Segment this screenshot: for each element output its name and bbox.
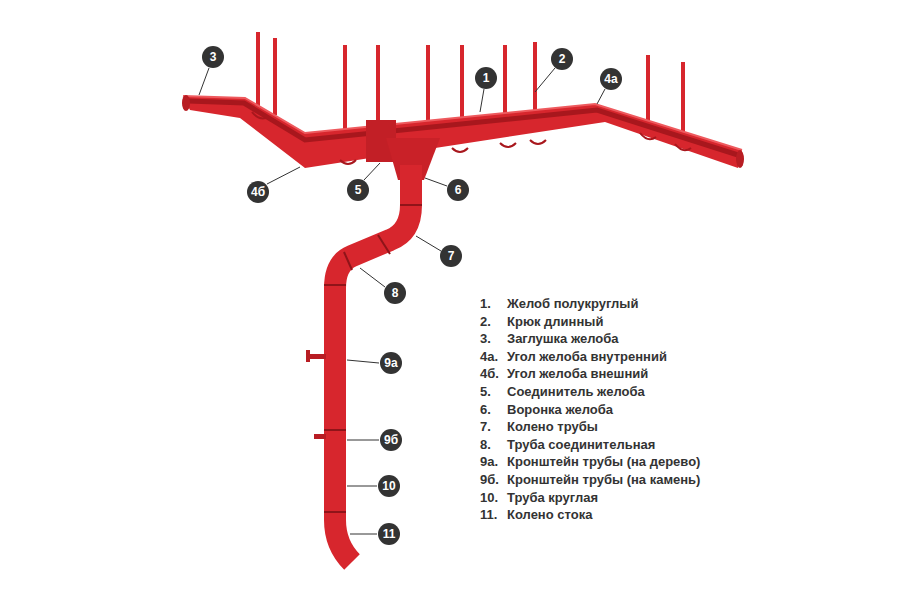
list-number: 10.	[480, 490, 498, 506]
list-number: 4б.	[480, 366, 499, 382]
pipe-joint	[400, 204, 422, 206]
leader-line	[350, 534, 377, 535]
leader-line	[199, 68, 209, 95]
gutter-body	[183, 96, 742, 168]
pipe-joint	[324, 284, 346, 286]
bracket-ring	[340, 160, 356, 164]
part-name: Угол желоба внутренний	[507, 349, 667, 365]
pipe-bracket	[306, 350, 310, 362]
callout-number: 1	[475, 67, 497, 89]
leader-line	[480, 89, 484, 112]
gutter-end-cap	[182, 95, 190, 111]
bracket-ring	[640, 133, 656, 139]
list-number: 1.	[480, 296, 491, 312]
part-name: Соединитель желоба	[507, 384, 645, 400]
hook	[376, 45, 380, 126]
list-number: 6.	[480, 402, 491, 418]
list-number: 3.	[480, 331, 491, 347]
part-name: Заглушка желоба	[507, 331, 619, 347]
pipe-bracket	[314, 434, 326, 439]
bracket-ring	[500, 143, 516, 147]
gutter-brackets	[252, 112, 691, 164]
pipe-joint	[344, 252, 352, 270]
part-name: Колено трубы	[507, 419, 598, 435]
part-name: Кронштейн трубы (на дерево)	[507, 454, 700, 470]
callout-number: 5	[347, 179, 369, 201]
leader-line	[364, 163, 380, 180]
callout-number: 2	[551, 48, 573, 70]
hook	[681, 62, 685, 132]
hook	[646, 55, 650, 121]
leader-line	[267, 167, 300, 184]
pipe-brackets	[306, 350, 326, 439]
pipe-joint	[378, 235, 390, 254]
leader-line	[347, 360, 379, 363]
part-name: Труба соединительная	[507, 437, 655, 453]
part-name: Крюк длинный	[507, 314, 603, 330]
downpipe	[335, 165, 411, 562]
leader-line	[360, 268, 385, 287]
leader-line	[535, 68, 555, 92]
callout-number: 6	[447, 179, 469, 201]
callout-number: 4б	[247, 181, 269, 203]
list-number: 7.	[480, 419, 491, 435]
pipe-joint	[324, 429, 346, 431]
gutter-inner	[188, 101, 738, 155]
bracket-ring	[530, 140, 546, 144]
list-number: 5.	[480, 384, 491, 400]
bracket-ring	[252, 112, 266, 118]
part-name: Воронка желоба	[507, 402, 613, 418]
list-number: 8.	[480, 437, 491, 453]
hook	[426, 45, 430, 121]
gutter-rim	[183, 96, 742, 150]
part-name: Угол желоба внешний	[507, 366, 648, 382]
gutter-end-cap	[736, 150, 744, 168]
hook	[343, 45, 347, 129]
hook	[460, 45, 464, 117]
leader-line	[597, 89, 605, 104]
callout-number: 8	[384, 282, 406, 304]
pipe-joint	[324, 511, 346, 513]
leader-line	[425, 178, 447, 186]
list-number: 11.	[480, 507, 497, 523]
leader-line	[347, 440, 379, 441]
callout-number: 3	[202, 46, 224, 68]
hook	[503, 45, 507, 113]
list-number: 4а.	[480, 349, 498, 365]
callout-number: 10	[378, 475, 400, 497]
hook	[256, 32, 260, 106]
hook	[533, 42, 537, 110]
callout-number: 9б	[380, 429, 402, 451]
hook	[273, 38, 277, 115]
part-name: Кронштейн трубы (на камень)	[507, 472, 700, 488]
list-number: 9б.	[480, 472, 499, 488]
bracket-ring	[452, 148, 468, 152]
part-name: Колено стока	[507, 507, 592, 523]
pipe-bracket	[308, 354, 326, 359]
pipe-joints	[324, 205, 422, 512]
callout-number: 7	[440, 245, 462, 267]
leader-line	[347, 486, 377, 487]
part-name: Труба круглая	[507, 490, 598, 506]
part-name: Желоб полукруглый	[507, 296, 638, 312]
list-number: 2.	[480, 314, 491, 330]
bracket-ring	[675, 144, 691, 150]
leader-line	[416, 236, 441, 251]
callout-number: 4а	[600, 68, 622, 90]
callout-number: 11	[378, 523, 400, 545]
list-number: 9а.	[480, 454, 498, 470]
callout-number: 9а	[380, 352, 402, 374]
